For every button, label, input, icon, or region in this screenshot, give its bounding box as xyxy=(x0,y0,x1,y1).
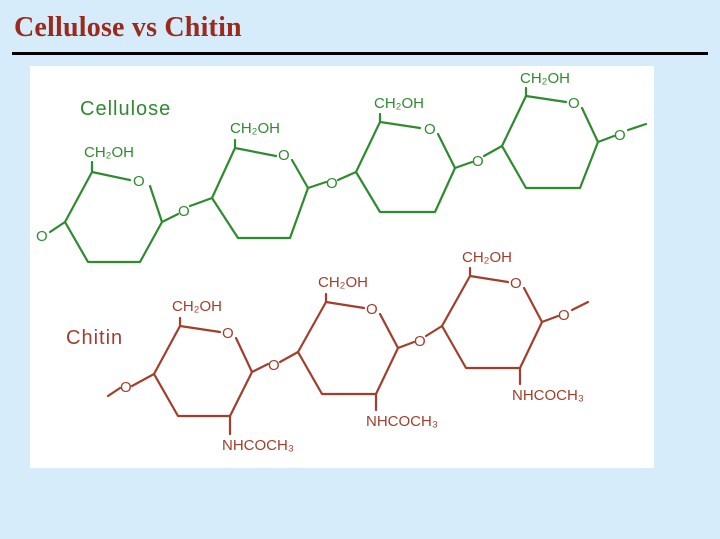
terminal-bond-left xyxy=(130,372,156,388)
glycosidic-bond-3 xyxy=(453,160,474,170)
incoming-bond xyxy=(278,350,300,364)
cellulose-ring-3: CH₂OH O O xyxy=(336,95,484,214)
terminal-oxygen-left: O xyxy=(36,228,48,245)
chitin-label: Chitin xyxy=(66,327,123,349)
terminal-bond-right xyxy=(540,314,560,324)
glycosidic-bond-2 xyxy=(306,180,328,190)
cellulose-label: Cellulose xyxy=(80,98,171,120)
terminal-bond-left xyxy=(48,220,67,234)
amide-label: NHCOCH₃ xyxy=(512,387,584,404)
glycosidic-bond-1 xyxy=(250,362,270,374)
ring-oxygen: O xyxy=(424,121,436,138)
cellulose-ring-4: CH₂OH O O xyxy=(482,70,648,190)
ring-bonds xyxy=(354,120,457,214)
ring-bonds xyxy=(210,146,310,240)
ring-bonds xyxy=(500,94,600,190)
chitin-ring-2: CH₂OH O NHCOCH₃ O xyxy=(278,274,438,430)
ring-oxygen: O xyxy=(133,173,145,190)
ch2oh-label: CH₂OH xyxy=(172,298,222,315)
ch2oh-label: CH₂OH xyxy=(84,144,134,161)
ring-bonds xyxy=(296,300,400,396)
incoming-bond xyxy=(188,196,214,208)
glycosidic-bond-1 xyxy=(160,212,180,224)
ring-bonds xyxy=(440,274,544,370)
terminal-tail xyxy=(570,300,590,312)
ring-oxygen: O xyxy=(568,95,580,112)
terminal-oxygen-right: O xyxy=(558,307,570,324)
ring-bonds xyxy=(152,324,254,418)
glycosidic-oxygen-2: O xyxy=(414,333,426,350)
terminal-oxygen-left: O xyxy=(120,379,132,396)
ch2oh-label: CH₂OH xyxy=(374,95,424,112)
ch2oh-label: CH₂OH xyxy=(318,274,368,291)
incoming-bond xyxy=(482,144,504,158)
page-title: Cellulose vs Chitin xyxy=(14,12,242,43)
ch2oh-label: CH₂OH xyxy=(230,120,280,137)
ring-oxygen: O xyxy=(278,147,290,164)
terminal-bond-right xyxy=(596,134,616,144)
incoming-bond xyxy=(336,170,358,182)
glycosidic-oxygen-1: O xyxy=(268,357,280,374)
glycosidic-oxygen-2: O xyxy=(326,175,338,192)
incoming-bond xyxy=(424,324,444,338)
ring-oxygen: O xyxy=(366,301,378,318)
terminal-oxygen-right: O xyxy=(614,127,626,144)
ch2oh-label: CH₂OH xyxy=(520,70,570,87)
diagram-panel xyxy=(30,66,654,468)
ch2oh-label: CH₂OH xyxy=(462,249,512,266)
glycosidic-oxygen-1: O xyxy=(178,203,190,220)
amide-label: NHCOCH₃ xyxy=(222,437,294,454)
cellulose-ring-2: CH₂OH O O xyxy=(188,120,338,240)
glycosidic-bond-2 xyxy=(396,340,416,350)
terminal-tail xyxy=(626,122,648,132)
terminal-tail xyxy=(106,386,122,398)
ring-oxygen: O xyxy=(510,275,522,292)
title-divider xyxy=(12,52,708,55)
chitin-ring-3: CH₂OH O NHCOCH₃ O xyxy=(424,249,590,404)
ring-bonds xyxy=(63,170,164,264)
amide-label: NHCOCH₃ xyxy=(366,413,438,430)
cellulose-ring-1: CH₂OH O O O xyxy=(36,144,190,264)
chitin-ring-1: CH₂OH O O NHCOCH₃ O xyxy=(106,298,294,454)
ring-oxygen: O xyxy=(222,325,234,342)
glycosidic-oxygen-3: O xyxy=(472,153,484,170)
